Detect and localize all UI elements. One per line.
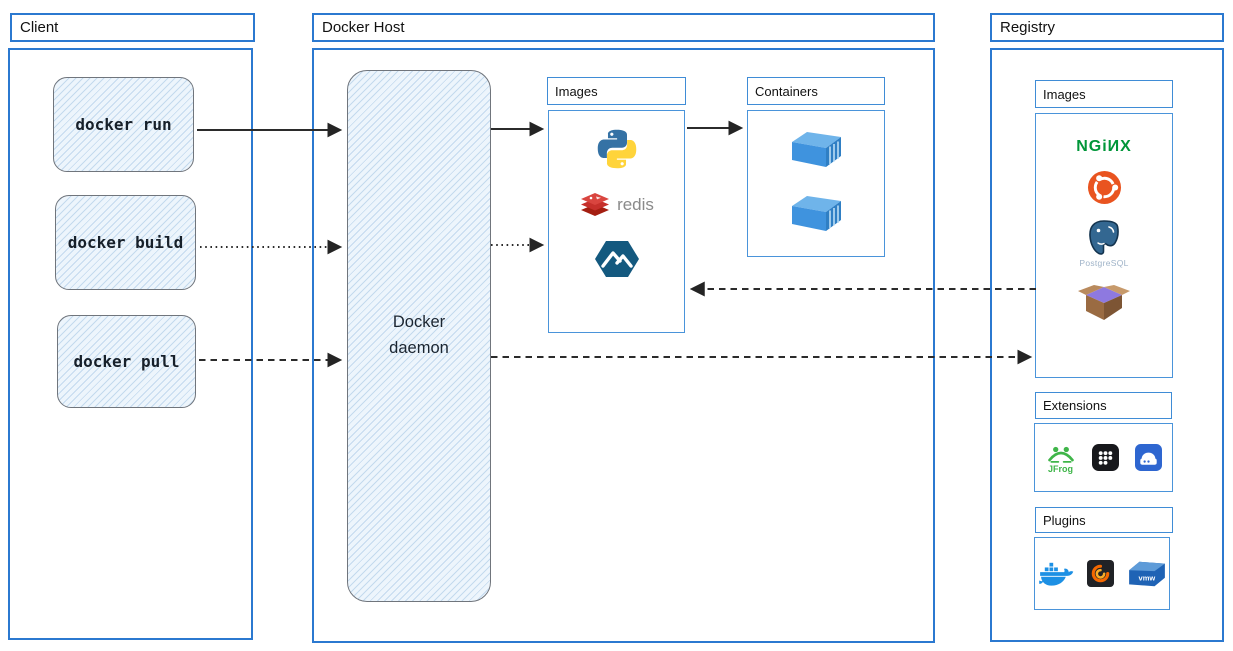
container-icon <box>792 132 841 167</box>
host-containers-box <box>747 110 885 257</box>
busybox-box-icon <box>1078 285 1130 320</box>
docker-pull-node: docker pull <box>57 315 196 408</box>
client-title-label: Client <box>20 19 59 36</box>
jfrog-label: JFrog <box>1047 463 1073 474</box>
vmware-icon: vmw <box>1128 561 1165 586</box>
redis-label: redis <box>617 195 654 214</box>
docker-host-title-label: Docker Host <box>322 19 405 36</box>
container-icon <box>792 196 841 231</box>
registry-plugins-box: vmw <box>1034 537 1170 610</box>
host-containers-label: Containers <box>755 83 818 99</box>
registry-title: Registry <box>990 13 1224 42</box>
docker-whale-icon <box>1038 562 1073 586</box>
registry-images-label: Images <box>1043 86 1086 102</box>
registry-extensions-box: JFrog <box>1034 423 1173 492</box>
docker-pull-label: docker pull <box>73 352 180 371</box>
postgresql-label: PostgreSQL <box>1079 258 1129 268</box>
host-images-label: Images <box>555 83 598 99</box>
docker-host-title: Docker Host <box>312 13 935 42</box>
postgresql-image-item: PostgreSQL <box>1079 219 1128 268</box>
registry-extensions-label: Extensions <box>1043 398 1107 413</box>
registry-images-box: NGiИX PostgreSQL <box>1035 113 1173 378</box>
docker-daemon-label: Docker daemon <box>389 313 449 357</box>
host-images-box: redis <box>548 110 685 333</box>
app-grid-icon <box>1091 444 1119 471</box>
docker-run-node: docker run <box>53 77 194 172</box>
registry-plugins-label: Plugins <box>1043 512 1086 528</box>
python-icon <box>597 129 636 169</box>
jfrog-extension-item: JFrog <box>1046 442 1076 474</box>
drive-icon <box>1134 444 1162 471</box>
host-containers-title: Containers <box>747 77 885 105</box>
alpine-icon <box>594 241 639 277</box>
host-images-title: Images <box>547 77 686 105</box>
docker-build-node: docker build <box>55 195 196 290</box>
postgresql-icon <box>1089 220 1119 255</box>
jfrog-icon <box>1047 446 1074 463</box>
nginx-wordmark: NGiИX <box>1076 138 1132 155</box>
docker-daemon-node: Docker daemon <box>347 70 491 602</box>
docker-run-label: docker run <box>75 115 172 134</box>
docker-build-label: docker build <box>67 233 184 252</box>
ubuntu-icon <box>1087 170 1121 205</box>
grafana-icon <box>1086 560 1114 587</box>
registry-images-title: Images <box>1035 80 1173 108</box>
redis-image-item: redis <box>579 191 654 219</box>
registry-title-label: Registry <box>1000 19 1056 36</box>
registry-extensions-title: Extensions <box>1035 392 1172 419</box>
vmware-label: vmw <box>1138 573 1155 582</box>
registry-plugins-title: Plugins <box>1035 507 1173 533</box>
redis-icon <box>581 193 610 216</box>
client-title: Client <box>10 13 255 42</box>
